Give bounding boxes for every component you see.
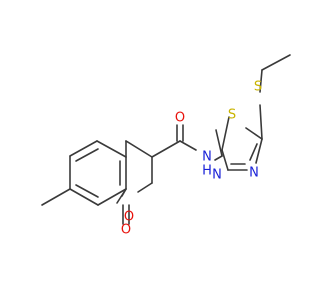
thiadiazole-sulfur-label: S [228,108,236,123]
bond [69,140,98,157]
bond [221,116,230,151]
thiadiazole-ring [215,116,263,171]
double-bond-inner [75,148,99,162]
bond [179,140,197,151]
bond [151,140,181,158]
double-bond-inner [75,184,99,198]
thiadiazole-nitrogen-4-label: N [249,166,259,181]
bond [214,155,223,161]
bond [69,188,99,206]
bond [259,69,263,93]
bond [245,127,263,140]
thioether-sulfur-label: S [254,80,262,95]
amide-carbonyl-oxygen-label: O [175,111,185,126]
double-bond-inner [249,143,258,161]
ethyl-bond [261,54,291,71]
thiadiazole-nitrogen-3-label: N [212,168,222,183]
lactone-carbonyl-oxygen-label: O [121,223,131,238]
amide-hydrogen-label: H [202,164,212,179]
benzene-ring [69,140,127,206]
amide-nitrogen-label: N [202,150,212,165]
bond [125,140,153,158]
bond [259,104,263,140]
lactone-ring [116,140,153,204]
bond [255,138,263,164]
bond [97,188,127,206]
bond [215,129,223,157]
bond [96,140,127,158]
methyl-bond [41,188,71,206]
bond [137,182,153,193]
ring-oxygen-label: O [124,210,134,225]
molecule-structure: O O O N H S S N N [41,54,291,238]
bond [121,188,127,197]
bond [221,149,229,171]
